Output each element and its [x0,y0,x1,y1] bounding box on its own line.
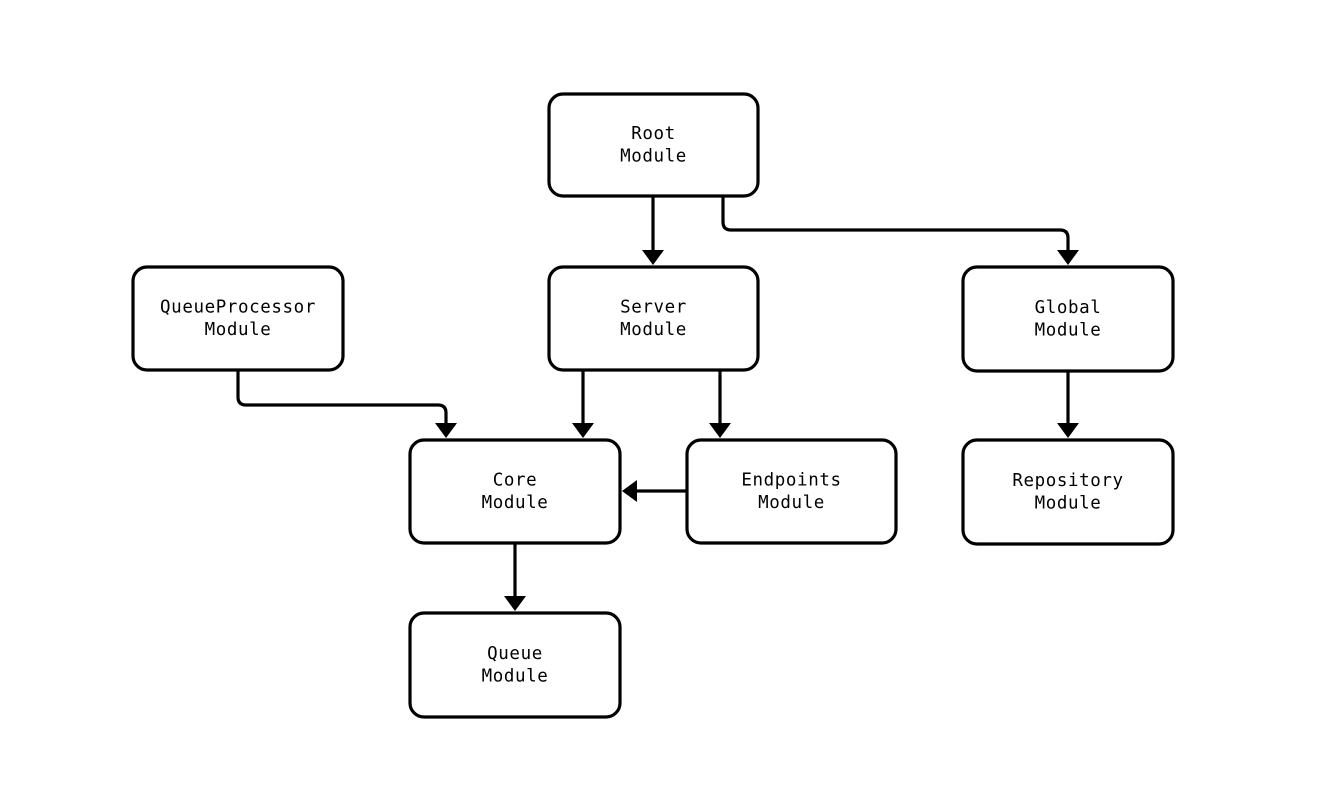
arrowhead-icon [435,423,457,438]
node-label-line1: QueueProcessor [160,298,316,318]
edge-layer [236,196,1079,611]
node-box[interactable] [131,265,345,372]
node-label-line2: Module [482,493,549,513]
node-label-line1: Root [631,124,676,144]
node-label-line2: Module [1035,321,1102,341]
node-label-line2: Module [1035,494,1102,514]
node-label-line2: Module [482,667,549,687]
node-label-line1: Queue [487,644,543,664]
edge-root-to-server [642,196,664,265]
arrowhead-icon [504,596,526,611]
node-label-line2: Module [620,320,687,340]
edge-root-to-global [721,196,1079,265]
node-label-line2: Module [620,147,687,167]
node-label-line1: Repository [1012,471,1123,491]
edge-line [721,196,1070,252]
arrowhead-icon [572,423,594,438]
node-label-line2: Module [758,493,825,513]
arrowhead-icon [1057,423,1079,438]
edge-server-to-core [572,370,594,438]
node-box[interactable] [547,92,760,198]
edge-global-to-repository [1057,371,1079,438]
arrowhead-icon [642,250,664,265]
node-label-line2: Module [205,320,272,340]
node-box[interactable] [547,265,760,372]
edge-core-to-queue [504,543,526,611]
node-label-line1: Server [620,298,687,318]
edge-line [236,370,448,425]
node-box[interactable] [961,438,1175,546]
node-label-line1: Endpoints [741,471,841,491]
edge-server-to-endpoints [709,370,731,438]
node-label-line1: Core [493,471,538,491]
node-box[interactable] [961,265,1175,373]
edge-queueprocessor-to-core [236,370,457,438]
node-box[interactable] [685,438,898,545]
edge-endpoints-to-core [622,480,687,502]
arrowhead-icon [622,480,637,502]
arrowhead-icon [709,423,731,438]
node-box[interactable] [408,611,622,719]
node-box[interactable] [408,438,622,545]
arrowhead-icon [1057,250,1079,265]
node-label-line1: Global [1035,298,1102,318]
